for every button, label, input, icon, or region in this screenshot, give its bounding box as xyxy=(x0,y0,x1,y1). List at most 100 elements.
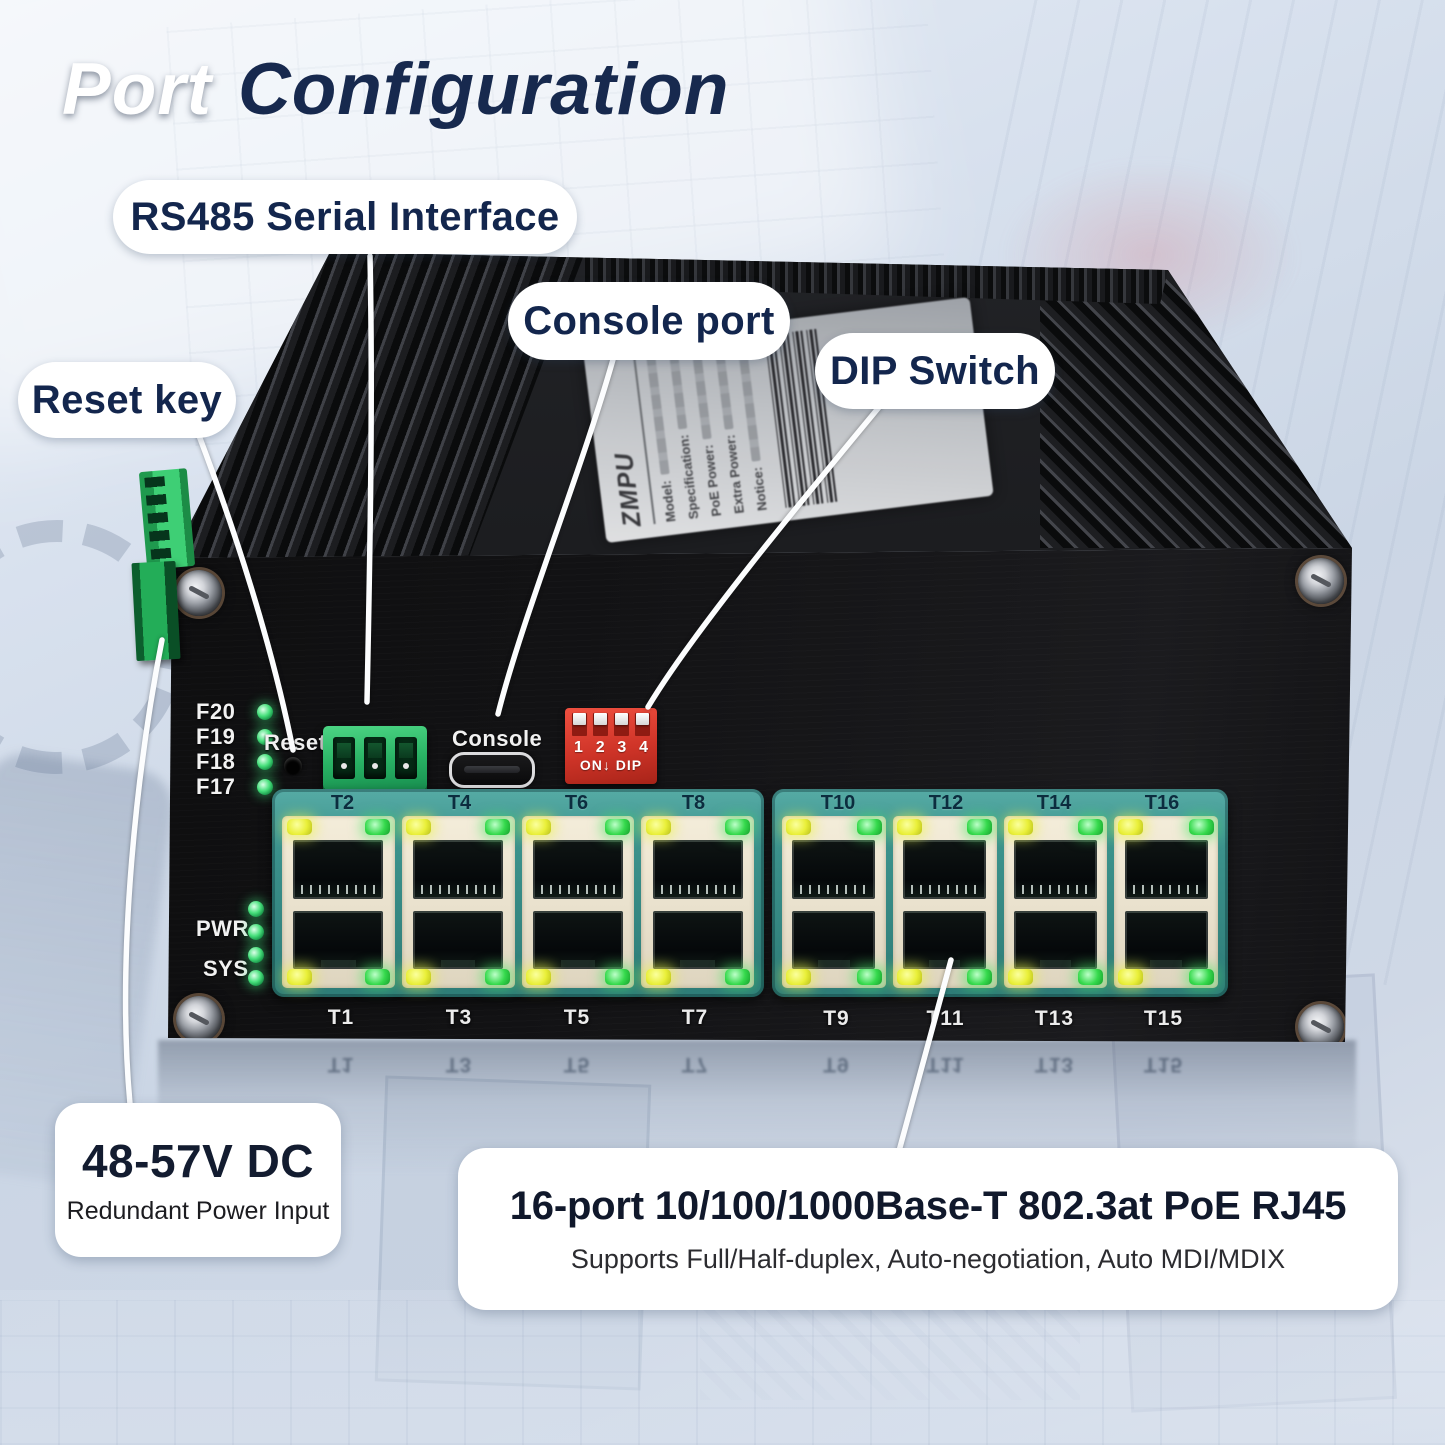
rj45-jack-bottom xyxy=(532,910,623,970)
port-label-bottom: T5 xyxy=(563,1006,591,1029)
callout-rs485: RS485 Serial Interface xyxy=(113,180,577,254)
sticker-spec-rows: Model:Specification:PoE Power:Extra Powe… xyxy=(642,337,770,523)
title-word-configuration: Configuration xyxy=(238,49,730,130)
port-led-green xyxy=(485,968,510,985)
port-label-bottom: T9 xyxy=(823,1053,850,1076)
port-led-green xyxy=(967,968,993,985)
sticker-field-label: Specification: xyxy=(676,433,702,521)
fiber-led-label: F17 xyxy=(196,773,236,799)
rj45-pins xyxy=(540,884,615,894)
port-label-bottom: T15 xyxy=(1143,1007,1184,1030)
green-led-icon xyxy=(248,970,264,986)
rj45-port-column xyxy=(1003,816,1108,988)
port-label-bottom: T5 xyxy=(563,1053,591,1076)
port-led-yellow xyxy=(645,819,671,836)
port-led-green xyxy=(724,819,750,836)
port-label-top: T2 xyxy=(330,792,355,814)
port-led-green xyxy=(365,819,391,836)
console-usb-c-port xyxy=(449,752,535,788)
terminal-slot xyxy=(332,737,355,779)
rj45-jack-top xyxy=(1013,840,1097,899)
port-led-yellow xyxy=(406,968,432,985)
rj45-pins xyxy=(911,884,979,894)
port-labels-bottom: T1 T3 T5 T7 xyxy=(282,1006,754,1030)
port-led-yellow xyxy=(896,968,922,985)
rj45-jack-top xyxy=(652,840,743,899)
port-label-bottom: T11 xyxy=(926,1053,965,1076)
port-label-top: T8 xyxy=(681,792,706,814)
port-led-green xyxy=(724,968,750,985)
port-led-green xyxy=(856,968,882,985)
rj45-port-column xyxy=(282,816,395,988)
fiber-led-label: F18 xyxy=(196,748,236,774)
terminal-slot xyxy=(363,737,386,779)
port-led-yellow xyxy=(896,819,922,836)
fiber-led-row: F19 xyxy=(196,724,273,749)
rj45-jack-top xyxy=(792,840,876,899)
port-label-bottom: T9 xyxy=(823,1007,850,1030)
dip-slider xyxy=(593,713,608,736)
port-led-green xyxy=(365,968,391,985)
rs485-terminal-connector xyxy=(323,726,427,790)
port-label-bottom: T15 xyxy=(1143,1053,1184,1076)
corner-screw xyxy=(1298,1004,1344,1042)
rj45-port-column xyxy=(641,816,754,988)
port-led-green xyxy=(604,819,630,836)
port-label-top: T16 xyxy=(1144,792,1180,814)
port-led-green xyxy=(1188,968,1214,985)
port-led-green xyxy=(604,968,630,985)
sticker-field-value xyxy=(645,348,670,476)
dip-knob xyxy=(594,713,607,725)
port-led-green xyxy=(1078,819,1104,836)
port-led-yellow xyxy=(286,968,312,985)
rj45-pins xyxy=(1132,884,1200,894)
sys-led-label: SYS xyxy=(203,956,249,981)
dip-knob xyxy=(615,713,628,725)
port-label-bottom: T1 xyxy=(327,1006,355,1029)
rj45-port-column xyxy=(892,816,997,988)
rj45-jack-bottom xyxy=(903,910,987,970)
dip-knob xyxy=(573,713,586,725)
dip-slider xyxy=(635,713,650,736)
port-led-yellow xyxy=(526,819,551,836)
sticker-field-label: Notice: xyxy=(749,466,770,512)
port-grid xyxy=(282,816,754,988)
fiber-led-row: F20 xyxy=(196,699,273,724)
sticker-brand: ZMPU xyxy=(609,450,647,529)
rj45-pins xyxy=(301,884,376,894)
callout-reset: Reset key xyxy=(18,362,236,438)
fiber-led-label: F19 xyxy=(196,723,236,749)
dip-number: 4 xyxy=(639,739,648,756)
background-floor-grid xyxy=(0,1300,1445,1445)
port-label-top: T10 xyxy=(820,792,856,814)
port-led-yellow xyxy=(1118,819,1144,836)
dip-sliders xyxy=(572,713,650,736)
dip-number: 1 xyxy=(574,739,583,756)
fiber-led-label: F20 xyxy=(196,698,236,724)
power-voltage-text: 48-57V DC xyxy=(81,1135,315,1187)
dip-number: 3 xyxy=(617,739,627,756)
rj45-jack-top xyxy=(293,840,384,899)
power-terminal-block-top xyxy=(138,468,196,570)
rj45-port-column xyxy=(521,816,635,988)
green-led-icon xyxy=(248,947,264,963)
port-label-bottom: T7 xyxy=(681,1006,709,1029)
port-led-yellow xyxy=(1118,968,1144,985)
port-label-bottom: T3 xyxy=(445,1006,473,1029)
port-led-yellow xyxy=(526,968,551,985)
sticker-field-label: Model: xyxy=(658,479,679,523)
port-label-bottom: T13 xyxy=(1034,1007,1075,1030)
ports-subtitle: Supports Full/Half-duplex, Auto-negotiat… xyxy=(570,1243,1286,1274)
reset-label: Reset xyxy=(264,730,327,755)
port-led-green xyxy=(967,819,993,836)
rj45-jack-bottom xyxy=(1013,910,1097,970)
